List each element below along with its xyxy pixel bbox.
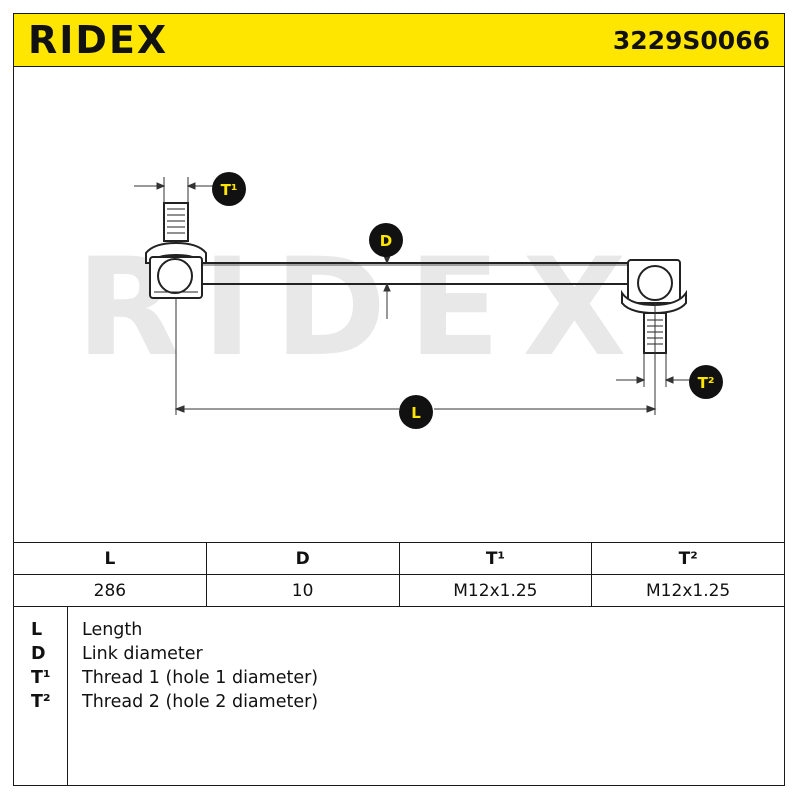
callout-l: L	[399, 395, 433, 429]
spec-table: L D T¹ T² 286 10 M12x1.25 M12x1.25	[13, 542, 785, 607]
spec-value-t2: M12x1.25	[591, 574, 785, 607]
spec-value-l: 286	[13, 574, 207, 607]
header-bar: RIDEX 3229S0066	[13, 13, 785, 67]
spec-value-t1: M12x1.25	[398, 574, 593, 607]
callout-d-label: D	[380, 232, 392, 250]
legend-description: Length	[82, 620, 143, 640]
callout-t2: T²	[689, 365, 723, 399]
callout-t1: T¹	[212, 172, 246, 206]
spec-value-d: 10	[205, 574, 400, 607]
legend-symbol: T²	[31, 692, 51, 712]
spec-value-row: 286 10 M12x1.25 M12x1.25	[13, 574, 785, 607]
spec-header-t2: T²	[591, 542, 785, 575]
spec-header-l: L	[13, 542, 207, 575]
technical-drawing: RIDEX	[14, 67, 784, 542]
legend-divider	[67, 606, 68, 786]
spec-header-d: D	[205, 542, 400, 575]
left-ball-joint	[145, 202, 207, 299]
callout-t1-label: T¹	[221, 181, 238, 199]
callout-d: D	[369, 223, 403, 257]
part-number: 3229S0066	[612, 26, 770, 55]
legend-description: Link diameter	[82, 644, 203, 664]
legend-symbol: L	[31, 620, 43, 640]
callout-t2-label: T²	[698, 374, 715, 392]
legend: L Length D Link diameter T¹ Thread 1 (ho…	[13, 606, 785, 786]
stabiliser-link-rod	[200, 262, 632, 285]
legend-description: Thread 2 (hole 2 diameter)	[82, 692, 319, 712]
brand-logo: RIDEX	[28, 18, 169, 62]
spec-header-t1: T¹	[398, 542, 593, 575]
legend-symbol: T¹	[31, 668, 51, 688]
drawing-canvas: RIDEX	[76, 172, 723, 429]
legend-description: Thread 1 (hole 1 diameter)	[82, 668, 319, 688]
spec-header-row: L D T¹ T²	[13, 542, 785, 575]
legend-symbol: D	[31, 644, 46, 664]
callout-l-label: L	[411, 404, 421, 422]
right-ball-joint	[621, 259, 687, 354]
